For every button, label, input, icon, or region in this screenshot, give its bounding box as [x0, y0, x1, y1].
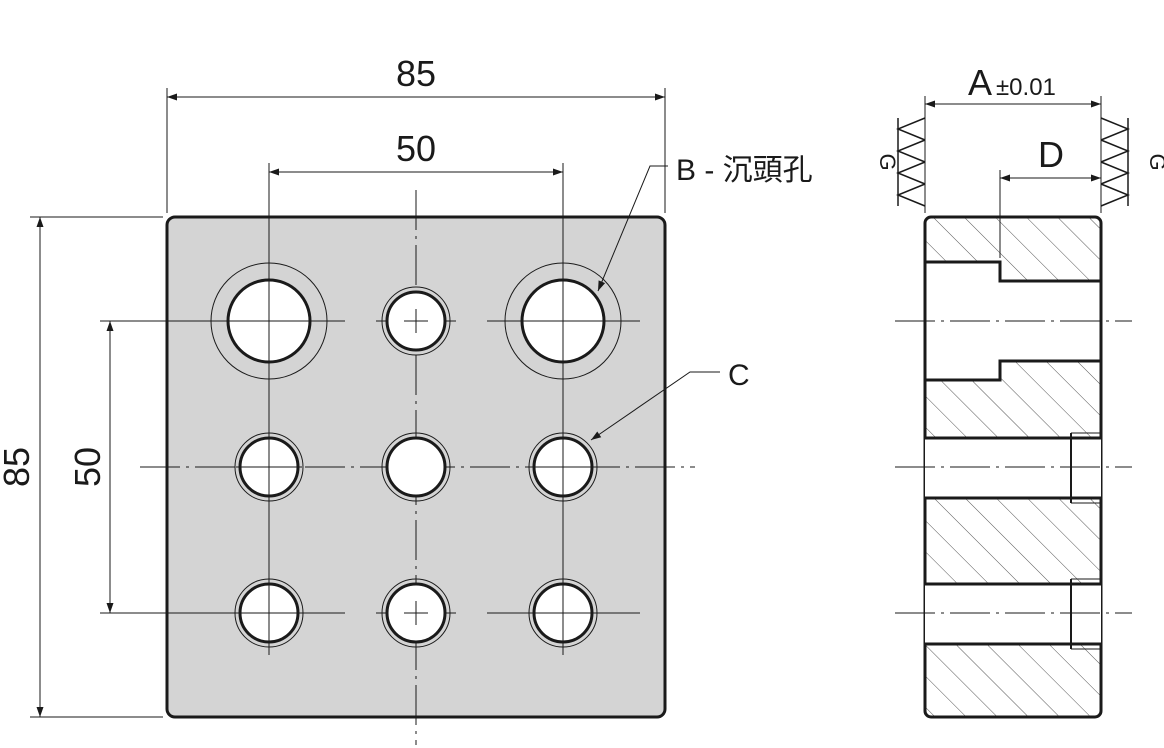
small-hole — [381, 432, 451, 502]
tolerance-label: ±0.01 — [996, 74, 1056, 101]
surface-mark-right: G — [1145, 153, 1164, 170]
ground-surface-symbol-left — [896, 117, 926, 207]
dimension-lines — [36, 93, 665, 717]
front-view: 85 50 85 50 B - 沉頭孔 C — [0, 53, 813, 745]
height-dim-label: 85 — [0, 447, 37, 487]
ground-surface-symbol-right — [1100, 117, 1130, 207]
hole-pitch-dim-label: 50 — [396, 128, 436, 169]
vertical-pitch-dim-label: 50 — [67, 447, 108, 487]
section-center-lines — [895, 320, 1132, 614]
section-extension-lines — [924, 96, 1102, 258]
surface-mark-left: G — [875, 153, 900, 170]
counterbore-label: B - 沉頭孔 — [676, 154, 813, 187]
thickness-dim-label: A — [968, 62, 992, 103]
tapped-hole-section — [925, 578, 1101, 650]
section-view: A ±0.01 D G G — [875, 62, 1164, 719]
tapped-hole-section — [925, 432, 1101, 504]
hole-c-label: C — [728, 359, 750, 392]
leader-lines — [590, 165, 720, 441]
depth-dim-label: D — [1038, 134, 1064, 175]
width-dim-label: 85 — [396, 53, 436, 94]
section-dimension-lines — [925, 100, 1101, 182]
hole-center-marks — [209, 261, 623, 646]
